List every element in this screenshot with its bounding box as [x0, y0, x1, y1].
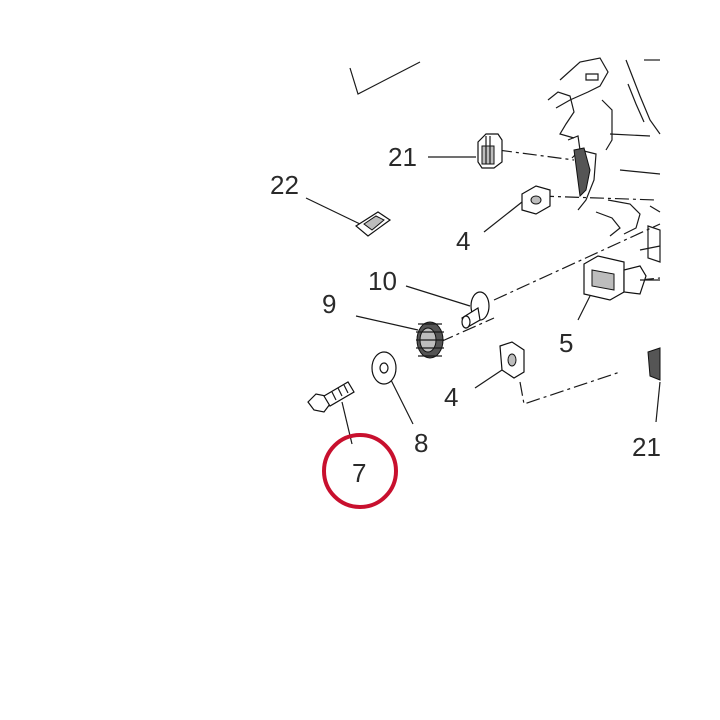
highlight-ring	[322, 433, 398, 509]
callout-21-right: 21	[632, 432, 661, 462]
callout-5: 5	[559, 328, 573, 358]
callout-9: 9	[322, 289, 336, 319]
frame-housing	[349, 57, 661, 263]
part-7-bolt	[307, 381, 355, 413]
callout-22: 22	[270, 170, 299, 200]
leader-lines	[305, 156, 661, 445]
callout-10: 10	[368, 266, 397, 296]
callout-4-top: 4	[456, 226, 470, 256]
callout-7: 7	[352, 458, 366, 488]
callout-8: 8	[414, 428, 428, 458]
part-10-bushing	[461, 291, 490, 329]
callout-4-bottom: 4	[444, 382, 458, 412]
part-4-nut-bottom	[499, 341, 525, 379]
part-21-clip-top	[477, 133, 503, 169]
part-4-nut-top	[521, 185, 551, 215]
part-5-connector	[583, 255, 660, 301]
part-21-clip-right	[647, 347, 661, 381]
part-9-gear	[416, 321, 444, 359]
callout-21-top: 21	[388, 142, 417, 172]
part-8-washer	[371, 351, 397, 385]
part-22-pad	[354, 211, 392, 237]
assembly-axes	[439, 149, 661, 405]
